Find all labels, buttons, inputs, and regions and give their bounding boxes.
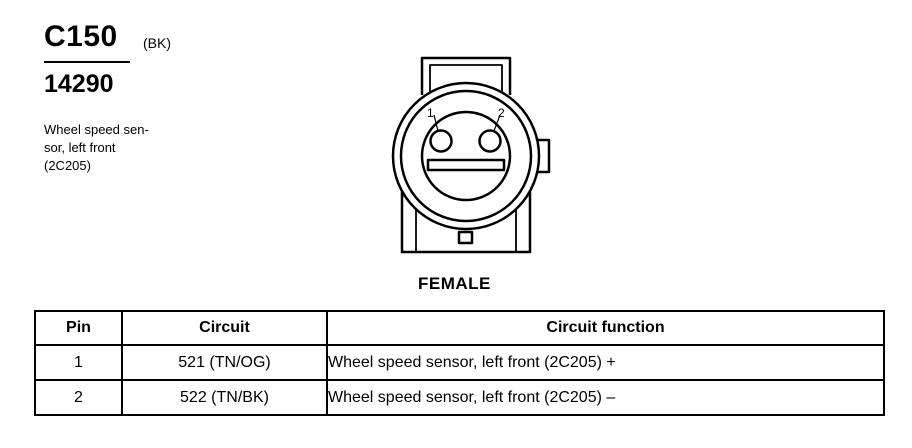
pin-label: 2	[498, 106, 505, 120]
pin-label: 1	[427, 106, 434, 120]
view-label: FEMALE	[418, 274, 491, 293]
header-circuit: Circuit	[121, 310, 328, 346]
description-line: (2C205)	[44, 158, 91, 173]
function-cell: Wheel speed sensor, left front (2C205) –	[326, 379, 885, 416]
connector-middle-ring	[399, 89, 533, 223]
part-number: 14290	[44, 70, 114, 98]
description-line: Wheel speed sen-	[44, 122, 149, 137]
connector-outer-ring	[391, 81, 541, 231]
connector-face-drawing: 1 2	[391, 56, 551, 254]
title-divider	[44, 61, 130, 63]
pin-cavity-1	[429, 129, 453, 153]
connector-inner-face	[420, 110, 512, 202]
connector-right-latch	[536, 138, 551, 174]
connector-id: C150	[44, 20, 118, 53]
description-line: sor, left front	[44, 140, 116, 155]
header-pin: Pin	[34, 310, 123, 346]
pin-2-leader	[493, 114, 501, 132]
table-row: 1 521 (TN/OG) Wheel speed sensor, left f…	[34, 344, 885, 381]
connector-top-flange	[420, 56, 512, 95]
connector-slot	[426, 158, 506, 172]
pinout-table: Pin Circuit Circuit function 1 521 (TN/O…	[34, 310, 885, 416]
connector-description: Wheel speed sen- sor, left front (2C205)	[44, 121, 149, 175]
circuit-cell: 522 (TN/BK)	[121, 379, 328, 416]
pin-cell: 2	[34, 379, 123, 416]
pin-cell: 1	[34, 344, 123, 381]
connector-locking-tab	[457, 230, 474, 245]
function-cell: Wheel speed sensor, left front (2C205) +	[326, 344, 885, 381]
pin-1-leader	[433, 114, 439, 132]
connector-color-code: (BK)	[143, 35, 171, 51]
connector-bottom-body	[400, 192, 532, 254]
table-row: 2 522 (TN/BK) Wheel speed sensor, left f…	[34, 379, 885, 416]
connector-top-flange-inner	[429, 64, 503, 92]
pin-cavity-2	[478, 129, 502, 153]
header-circuit-function: Circuit function	[326, 310, 885, 346]
circuit-cell: 521 (TN/OG)	[121, 344, 328, 381]
